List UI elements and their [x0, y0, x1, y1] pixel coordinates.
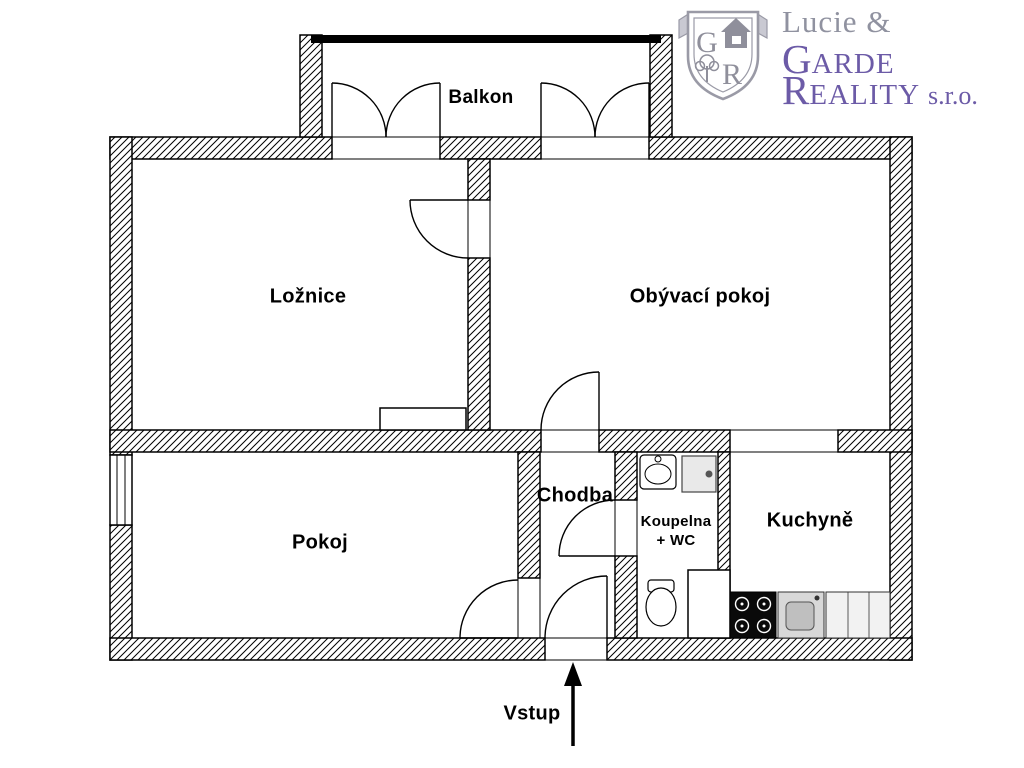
opening-edges — [332, 136, 838, 661]
toilet-icon — [645, 579, 677, 627]
balcony-door-bedroom — [331, 82, 441, 138]
wall-top-right — [648, 136, 913, 160]
kitchen-fixtures — [729, 591, 891, 639]
balcony-railing — [311, 35, 661, 43]
company-name-line2-rest: ARDE — [811, 48, 895, 80]
wall-left-upper — [109, 136, 133, 456]
entrance-door — [544, 575, 608, 639]
wall-hall-right-upper — [614, 451, 638, 501]
company-name-line1: Lucie & — [782, 4, 892, 39]
tree-icon — [694, 54, 720, 82]
kitchen-label: Kuchyně — [766, 509, 854, 532]
company-name-line3-initial: R — [782, 67, 810, 113]
interior-walls — [109, 158, 913, 639]
wall-right — [889, 136, 913, 661]
balcony-wall-right — [649, 34, 673, 138]
wall-mid-horizontal-center — [598, 429, 731, 453]
door-bedroom-living — [409, 199, 469, 259]
living-room-label: Obývací pokoj — [629, 285, 771, 308]
door-hall-living — [540, 371, 600, 431]
stove-icon — [729, 591, 777, 639]
bathroom-fixtures — [639, 454, 717, 627]
balcony-door-living — [540, 82, 650, 138]
wall-niche — [379, 407, 467, 431]
wall-top-left — [109, 136, 333, 160]
shield-letter-g: G — [696, 26, 718, 59]
wall-bedroom-living-upper — [467, 158, 491, 201]
balcony-wall-left — [299, 34, 323, 138]
sink-icon — [639, 454, 677, 490]
room-label: Pokoj — [292, 531, 348, 554]
wall-mid-horizontal-left — [109, 429, 542, 453]
wall-hall-right-lower — [614, 555, 638, 639]
doors — [331, 82, 650, 639]
kitchen-sink-icon — [777, 591, 825, 639]
wall-hall-left — [517, 451, 541, 579]
company-name-suffix: s.r.o. — [928, 81, 978, 110]
window-pokoj — [109, 454, 133, 526]
outer-walls — [109, 136, 913, 661]
washing-machine-icon — [681, 455, 717, 493]
bathroom-label-line2: + WC — [656, 532, 696, 549]
bedroom-label: Ložnice — [269, 285, 347, 308]
wall-bedroom-living-lower — [467, 257, 491, 431]
arrow-up-icon — [564, 662, 582, 746]
wall-bottom-right — [606, 637, 913, 661]
company-name-line3-rest: EALITY — [809, 79, 921, 111]
shield-letter-r: R — [722, 58, 742, 91]
wall-bottom-left — [109, 637, 546, 661]
balcony-structure — [299, 34, 673, 138]
house-icon — [721, 18, 751, 48]
bathroom-label-line1: Koupelna — [640, 513, 712, 530]
bathroom-label: Koupelna + WC — [641, 512, 712, 550]
company-name-line2-initial: G — [782, 36, 812, 82]
entrance-label: Vstup — [503, 702, 561, 725]
hallway-label: Chodba — [536, 484, 614, 507]
wall-top-middle — [439, 136, 542, 160]
door-hall-bathroom — [558, 499, 616, 557]
shield-icon: G R — [678, 10, 768, 101]
door-hall-room — [459, 579, 519, 639]
counter-icon — [825, 591, 891, 639]
bathroom-shaft — [687, 569, 731, 639]
balcony-label: Balkon — [448, 87, 514, 108]
wall-mid-horizontal-right — [837, 429, 913, 453]
